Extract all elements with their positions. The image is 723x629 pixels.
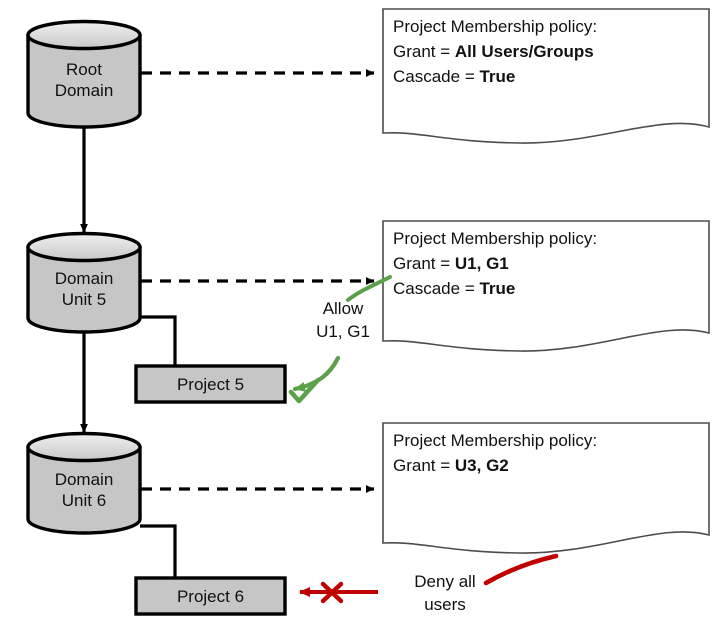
project-5-box[interactable] bbox=[134, 364, 287, 404]
policy-document-1-text: Project Membership policy: Grant = All U… bbox=[393, 14, 597, 89]
policy-document-1 bbox=[382, 8, 710, 144]
policy-1-line-1: Grant = All Users/Groups bbox=[393, 39, 597, 64]
policy-2-line-1: Grant = U1, G1 bbox=[393, 251, 597, 276]
policy-2-line-2: Cascade = True bbox=[393, 276, 597, 301]
deny-leader-line bbox=[483, 553, 559, 586]
policy-3-line-1-prefix: Grant = bbox=[393, 456, 455, 475]
policy-links bbox=[141, 69, 375, 493]
allow-leader-line bbox=[346, 275, 392, 302]
policy-2-line-1-prefix: Grant = bbox=[393, 254, 455, 273]
policy-document-3-text: Project Membership policy: Grant = U3, G… bbox=[393, 428, 597, 478]
cross-icon bbox=[320, 581, 344, 604]
hierarchy-connectors bbox=[80, 126, 177, 578]
policy-document-2-text: Project Membership policy: Grant = U1, G… bbox=[393, 226, 597, 301]
policy-document-2 bbox=[382, 220, 710, 352]
check-icon bbox=[288, 377, 321, 404]
deny-callout-label: Deny all users bbox=[414, 572, 476, 614]
domain-unit-6-cylinder[interactable] bbox=[26, 431, 142, 535]
domain-unit-5-cylinder[interactable] bbox=[26, 231, 142, 334]
root-domain-cylinder[interactable] bbox=[26, 19, 142, 129]
policy-3-title: Project Membership policy: bbox=[393, 431, 598, 450]
policy-2-line-1-value: U1, G1 bbox=[454, 254, 509, 273]
policy-3-line-1: Grant = U3, G2 bbox=[393, 453, 597, 478]
policy-1-title: Project Membership policy: bbox=[393, 17, 598, 36]
allow-arrow bbox=[292, 355, 341, 392]
policy-1-line-1-value: All Users/Groups bbox=[454, 42, 594, 61]
edge-unit5-to-project5 bbox=[140, 315, 177, 366]
policy-2-title: Project Membership policy: bbox=[393, 229, 598, 248]
policy-1-line-2-prefix: Cascade = bbox=[393, 67, 480, 86]
policy-1-line-2: Cascade = True bbox=[393, 64, 597, 89]
allow-callout-label: Allow U1, G1 bbox=[316, 299, 370, 341]
policy-2-line-2-prefix: Cascade = bbox=[393, 279, 480, 298]
policy-3-line-1-value: U3, G2 bbox=[454, 456, 509, 475]
policy-1-line-2-value: True bbox=[479, 67, 516, 86]
edge-unit6-to-project6 bbox=[140, 524, 177, 578]
deny-callout-graphics bbox=[299, 553, 559, 604]
policy-document-3 bbox=[382, 422, 710, 554]
allow-callout-graphics bbox=[288, 275, 392, 404]
policy-1-line-1-prefix: Grant = bbox=[393, 42, 455, 61]
project-6-box[interactable] bbox=[134, 576, 287, 616]
policy-2-line-2-value: True bbox=[479, 279, 516, 298]
